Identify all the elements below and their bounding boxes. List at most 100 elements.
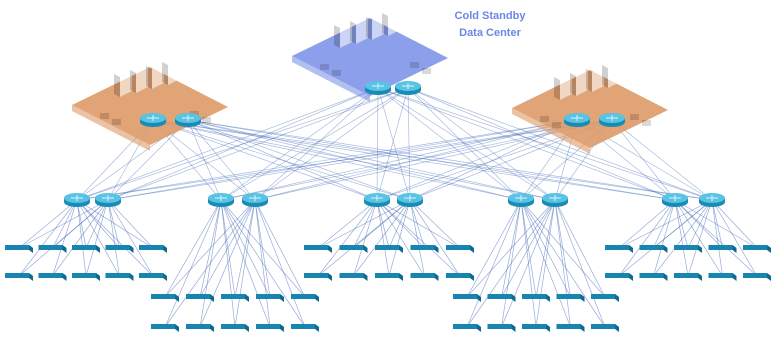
switch-icon [446, 245, 474, 253]
link-line [76, 199, 87, 277]
switch-icon [5, 245, 33, 253]
switch-icon [410, 245, 439, 253]
switch-icon [339, 273, 368, 281]
link-line [466, 199, 522, 298]
link-line [554, 199, 606, 298]
switch-front [674, 245, 698, 250]
router-icon [564, 113, 590, 127]
router-icon [365, 81, 391, 95]
switch-icon [708, 245, 737, 253]
switch-front [708, 273, 733, 278]
link-line [107, 199, 154, 277]
switch-front [186, 294, 210, 299]
link-line [466, 199, 556, 298]
link-line [353, 199, 378, 249]
switch-front [5, 273, 29, 278]
switch-side [29, 273, 33, 281]
link-line [409, 199, 461, 249]
switch-icon [221, 324, 249, 332]
link-line [611, 119, 713, 201]
rack-front [340, 22, 352, 48]
link-line [18, 199, 109, 249]
switch-front [186, 324, 210, 329]
link-line [674, 199, 758, 277]
rack-side [602, 65, 608, 88]
switch-front [72, 245, 96, 250]
rack-front [372, 14, 384, 40]
router-arrows [404, 195, 416, 201]
switch-front [446, 273, 470, 278]
switch-side [767, 245, 771, 253]
switch-side [62, 245, 67, 253]
link-line [220, 199, 236, 298]
link-line [377, 87, 676, 201]
switch-icon [605, 273, 633, 281]
switch-side [732, 245, 737, 253]
switch-icon [375, 245, 403, 253]
switch-icon [487, 324, 516, 332]
rack-front [388, 10, 400, 36]
link-line [152, 119, 556, 201]
switch-front [410, 245, 435, 250]
link-line [18, 199, 78, 249]
switch-icon [375, 273, 403, 281]
data-center-floor [292, 18, 448, 96]
switch-icon [304, 273, 332, 281]
switch-side [129, 273, 134, 281]
switch-side [245, 294, 249, 302]
switch-side [210, 294, 214, 302]
link-line [220, 199, 271, 328]
link-line [107, 199, 120, 277]
switch-icon [139, 273, 167, 281]
link-line [317, 199, 411, 249]
link-line [187, 119, 713, 201]
switch-side [615, 324, 619, 332]
link-line [107, 119, 578, 201]
switch-side [663, 273, 668, 281]
switch-icon [38, 245, 67, 253]
link-line [254, 119, 578, 201]
link-line [164, 199, 222, 328]
rack-side [334, 25, 340, 48]
link-line [107, 119, 613, 201]
switch-front [639, 245, 664, 250]
switch-front [708, 245, 733, 250]
switch-icon [487, 294, 516, 302]
switch-side [399, 273, 403, 281]
router-arrows [606, 115, 618, 121]
switch-icon [674, 245, 702, 253]
switch-side [580, 294, 585, 302]
switch-side [477, 294, 481, 302]
link-line [388, 199, 411, 249]
router-arrows [402, 83, 414, 89]
link-line [220, 119, 613, 201]
rack-side [586, 69, 592, 92]
switch-front [487, 324, 512, 329]
switch-side [163, 273, 167, 281]
link-line [535, 199, 556, 328]
link-line [187, 119, 676, 201]
switch-icon [256, 294, 284, 302]
switch-front [291, 324, 315, 329]
link-line [409, 199, 425, 277]
switch-icon [605, 245, 633, 253]
router-arrows [249, 195, 261, 201]
switch-icon [105, 245, 134, 253]
switch-side [546, 324, 550, 332]
standby-dc-label-line1: Cold Standby [454, 10, 526, 22]
link-line [501, 199, 556, 298]
link-line [535, 199, 556, 298]
router-arrows [515, 195, 527, 201]
switch-front [556, 294, 581, 299]
switch-front [743, 273, 767, 278]
switch-side [315, 324, 319, 332]
switch-icon [105, 273, 134, 281]
router-arrows [182, 115, 194, 121]
rack-front [136, 67, 148, 93]
switch-icon [410, 273, 439, 281]
link-line [107, 119, 189, 201]
rack-front [120, 71, 132, 97]
switch-front [105, 273, 130, 278]
link-line [164, 199, 222, 298]
link-line [152, 119, 713, 201]
